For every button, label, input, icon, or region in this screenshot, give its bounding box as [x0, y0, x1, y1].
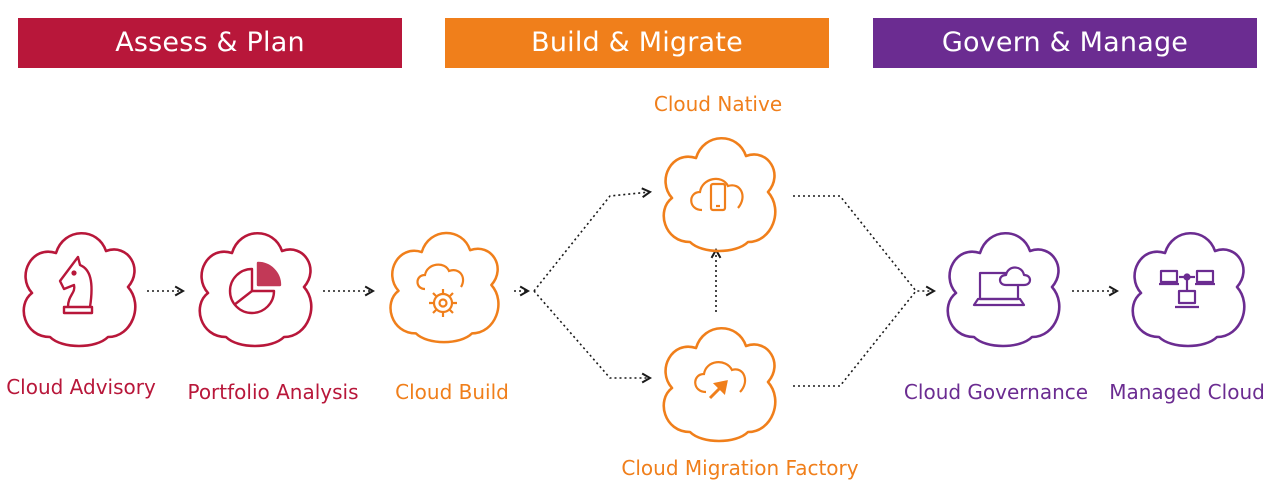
- cloud-outline-icon: [694, 361, 747, 394]
- connector-build-to-native: [533, 187, 653, 292]
- phase-banner-govern-manage: Govern & Manage: [873, 18, 1257, 68]
- node-cloud-advisory: [22, 231, 137, 348]
- mobile-device-icon: [709, 182, 727, 212]
- label-cloud-build: Cloud Build: [395, 380, 509, 404]
- connector-migration-to-governance: [793, 290, 917, 387]
- label-cloud-native: Cloud Native: [653, 92, 783, 116]
- pie-chart-icon: [228, 261, 282, 315]
- node-managed-cloud: [1131, 231, 1246, 348]
- gear-icon: [429, 289, 457, 317]
- network-icon: [1159, 269, 1215, 309]
- upload-arrow-icon: [708, 380, 728, 400]
- node-cloud-migration-factory: [662, 326, 777, 443]
- label-portfolio-analysis: Portfolio Analysis: [187, 380, 359, 404]
- node-cloud-build: [389, 231, 500, 344]
- cloud-gear-icon: [416, 263, 465, 317]
- phase-banner-build-migrate: Build & Migrate: [445, 18, 829, 68]
- chess-knight-icon: [58, 255, 94, 315]
- laptop-cloud-icon: [972, 266, 1032, 307]
- phase-banner-assess-plan: Assess & Plan: [18, 18, 402, 68]
- connector-build-to-migration: [533, 290, 653, 384]
- label-cloud-migration-factory: Cloud Migration Factory: [621, 456, 859, 480]
- label-managed-cloud: Managed Cloud: [1109, 380, 1265, 404]
- node-portfolio-analysis: [198, 231, 313, 348]
- node-cloud-native: [662, 136, 777, 253]
- label-cloud-advisory: Cloud Advisory: [6, 375, 156, 399]
- node-cloud-governance: [946, 231, 1061, 348]
- connector-native-to-governance: [793, 195, 937, 297]
- label-cloud-governance: Cloud Governance: [903, 380, 1089, 404]
- cloud-outline-icon: [690, 177, 744, 212]
